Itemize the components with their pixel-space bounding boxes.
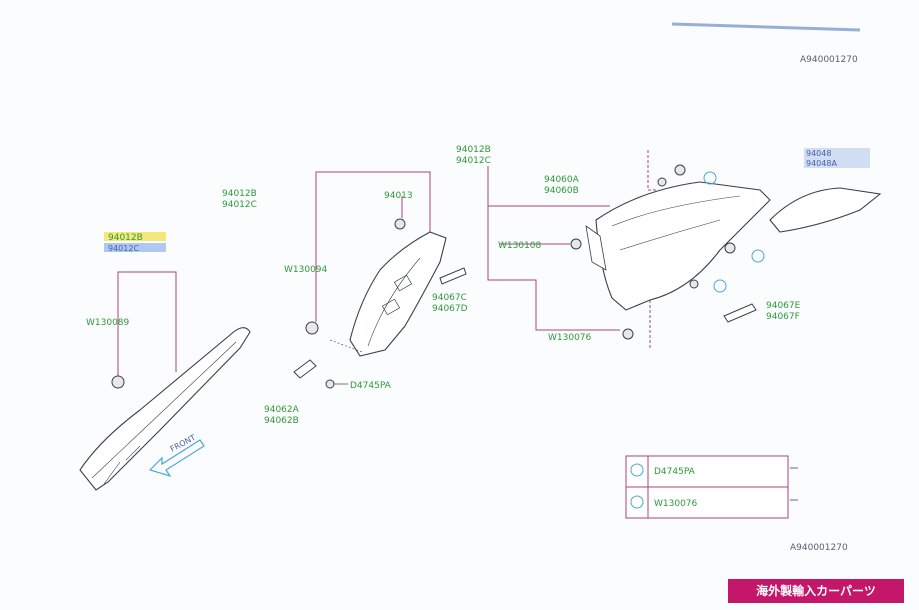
part-label-w130094: W130094: [284, 265, 328, 275]
part-label: 94062B: [264, 416, 299, 426]
part-label: 94012C: [222, 200, 257, 210]
part-label: 94013: [384, 191, 413, 201]
a-pillar-trim: [79, 327, 251, 491]
part-label: 94060B: [544, 186, 579, 196]
clip-icon: [689, 279, 699, 289]
part-label: 94060A: [544, 175, 580, 185]
clip-icon: [657, 177, 667, 187]
leader-line: [315, 171, 431, 322]
quarter-trim-panel: [585, 181, 771, 311]
clip-icon: [394, 218, 406, 230]
legend-row-2: W130076: [654, 499, 698, 509]
part-label-w130089: W130089: [86, 318, 130, 328]
legend-row-1: D4745PA: [654, 467, 696, 477]
highlight-mark: [104, 243, 166, 252]
bracket-part: [439, 267, 467, 285]
part-label: 94067E: [766, 301, 801, 311]
b-pillar-trim: [349, 231, 447, 357]
clip-icon: [305, 321, 319, 335]
front-arrow-icon: [148, 439, 205, 478]
part-label: 94062A: [264, 405, 300, 415]
leader-line: [117, 271, 177, 376]
ref-circle-icon: [751, 249, 765, 263]
bracket-part: [723, 303, 757, 323]
scan-mark: [671, 22, 861, 32]
ref-circle-icon: [703, 171, 717, 185]
reference-code-bottom: A940001270: [790, 543, 848, 553]
leader-line: [487, 166, 620, 331]
part-label: 94048: [806, 149, 831, 158]
shop-badge: 海外製輸入カーパーツ: [728, 579, 904, 603]
upper-garnish-panel: [769, 187, 882, 233]
reference-code-top: A940001270: [800, 55, 858, 65]
part-label: 94012B: [456, 145, 491, 155]
clip-icon: [622, 328, 634, 340]
part-label-d4745pa: D4745PA: [350, 381, 392, 391]
part-label: 94067D: [432, 304, 468, 314]
clip-icon: [724, 242, 736, 254]
clip-icon: [570, 238, 582, 250]
part-label: 94067F: [766, 312, 800, 322]
legend-box: [625, 455, 798, 519]
part-label: 94012B: [222, 189, 257, 199]
guide-line: [329, 339, 363, 353]
leader-line: [647, 150, 658, 191]
highlight-mark: [104, 232, 166, 241]
ref-circle-icon: [713, 279, 727, 293]
clip-icon: [674, 164, 686, 176]
part-label-w130076: W130076: [548, 333, 592, 343]
part-label: 94048A: [806, 159, 837, 168]
highlight-mark: [804, 148, 870, 168]
part-label-w130108: W130108: [498, 241, 542, 251]
clip-icon: [111, 375, 125, 389]
part-label: 94012C: [456, 156, 491, 166]
part-label: 94067C: [432, 293, 467, 303]
anchor-bolt-icon: [293, 359, 335, 389]
part-label: 94012B: [108, 233, 143, 243]
part-label: 94012C: [108, 244, 139, 253]
